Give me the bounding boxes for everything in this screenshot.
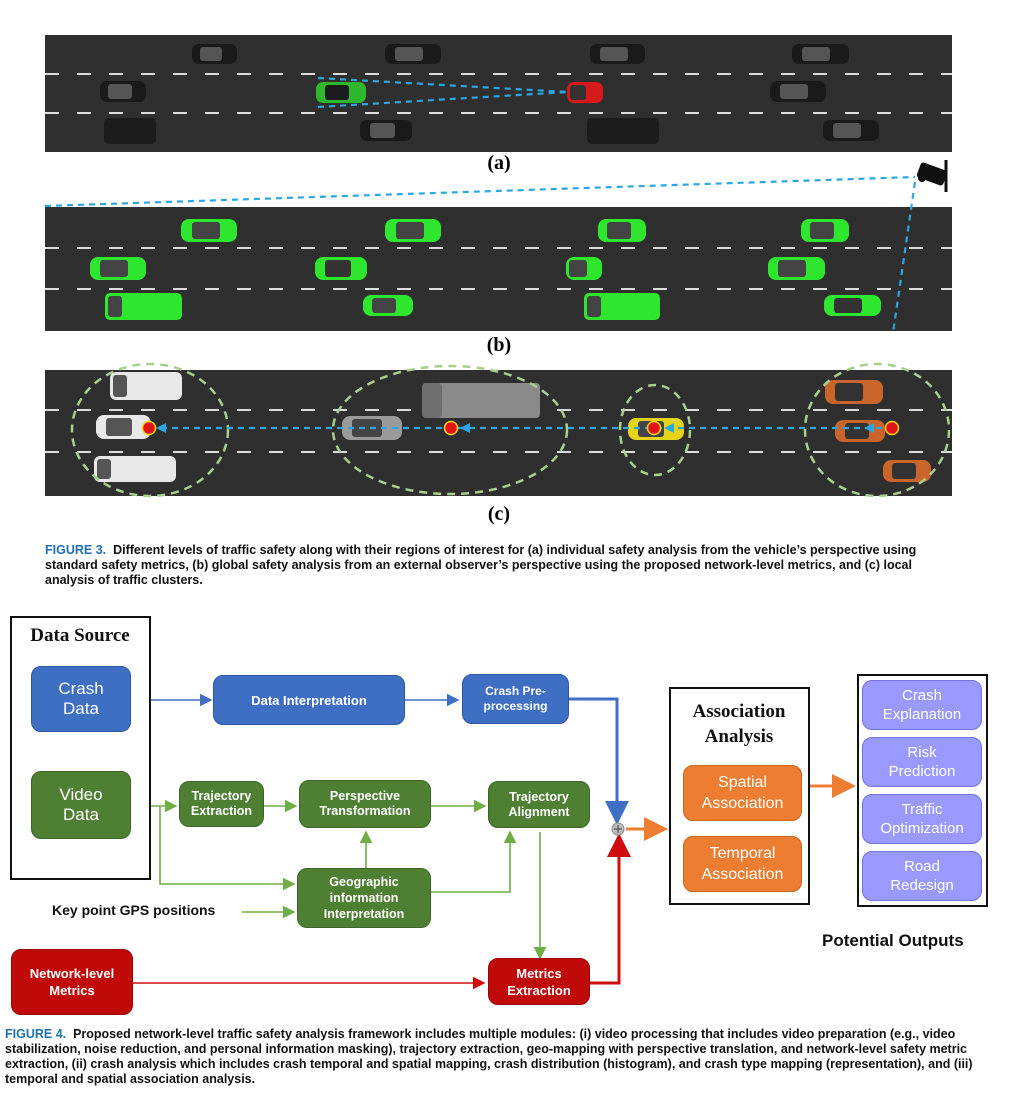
spatial-association-box: Spatial Association bbox=[683, 765, 802, 821]
cluster-centroids bbox=[141, 420, 900, 436]
video-data-box: Video Data bbox=[31, 771, 131, 839]
figure4-caption: FIGURE 4. Proposed network-level traffic… bbox=[5, 1027, 1005, 1087]
crash-preprocessing-box: Crash Pre-processing bbox=[462, 674, 569, 724]
figure3-caption-label: FIGURE 3. bbox=[45, 543, 107, 557]
figure3-caption: FIGURE 3. Different levels of traffic sa… bbox=[45, 543, 925, 588]
trajectory-extraction-box: Trajectory Extraction bbox=[179, 781, 264, 827]
vehicles-b bbox=[90, 219, 881, 320]
lane-markings-a bbox=[45, 73, 952, 114]
data-interpretation-box: Data Interpretation bbox=[213, 675, 405, 725]
metrics-extraction-box: Metrics Extraction bbox=[488, 958, 590, 1005]
view-cone-a bbox=[317, 76, 569, 109]
cluster-interaction-arrows bbox=[156, 423, 893, 433]
key-point-gps-label: Key point GPS positions bbox=[52, 902, 216, 918]
figure4-caption-label: FIGURE 4. bbox=[5, 1027, 67, 1041]
potential-outputs-label: Potential Outputs bbox=[822, 931, 964, 950]
network-level-metrics-box: Network-level Metrics bbox=[11, 949, 133, 1015]
merge-junction-icon bbox=[611, 822, 625, 836]
trajectory-alignment-box: Trajectory Alignment bbox=[488, 781, 590, 828]
cluster-regions bbox=[70, 362, 951, 498]
temporal-association-box: Temporal Association bbox=[683, 836, 802, 892]
vehicles-c bbox=[94, 372, 931, 482]
panel-label-b: (b) bbox=[486, 334, 512, 356]
output-traffic-optimization: Traffic Optimization bbox=[862, 794, 982, 844]
camera-icon bbox=[916, 160, 948, 192]
observer-view-lines bbox=[44, 175, 917, 334]
output-road-redesign: Road Redesign bbox=[862, 851, 982, 901]
data-source-title: Data Source bbox=[30, 625, 130, 646]
vehicles-a bbox=[100, 44, 879, 144]
output-risk-prediction: Risk Prediction bbox=[862, 737, 982, 787]
association-analysis-title: Association Analysis bbox=[692, 701, 786, 747]
panel-label-c: (c) bbox=[487, 503, 511, 525]
panel-label-a: (a) bbox=[487, 152, 511, 174]
geographic-interpretation-box: Geographic information Interpretation bbox=[297, 868, 431, 928]
figure4-connectors bbox=[131, 693, 856, 990]
data-source-panel: Data Source bbox=[10, 616, 151, 880]
figure4-caption-text: Proposed network-level traffic safety an… bbox=[5, 1027, 973, 1086]
figure3-illustration bbox=[44, 35, 952, 498]
perspective-transformation-box: Perspective Transformation bbox=[299, 780, 431, 828]
crash-data-box: Crash Data bbox=[31, 666, 131, 732]
figure3-caption-text: Different levels of traffic safety along… bbox=[45, 543, 917, 587]
output-crash-explanation: Crash Explanation bbox=[862, 680, 982, 730]
lane-markings-b bbox=[45, 247, 952, 290]
